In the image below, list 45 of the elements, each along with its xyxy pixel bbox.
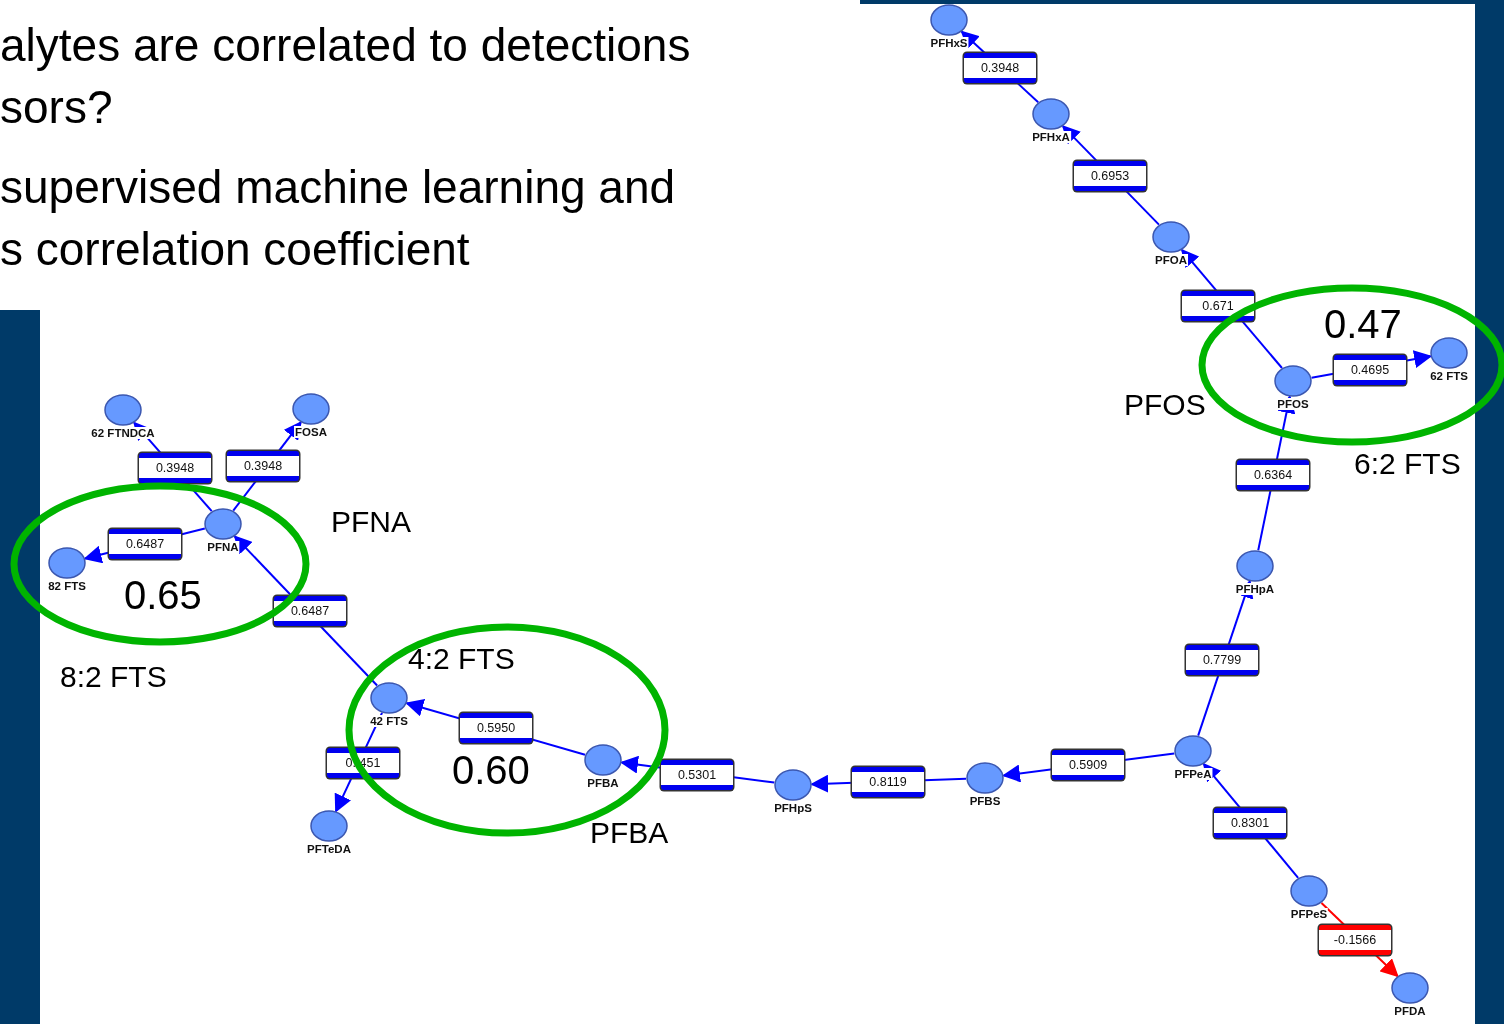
node-label: PFOS — [1276, 398, 1310, 410]
node-label: PFPeA — [1173, 768, 1213, 780]
edge-label: 0.6364 — [1237, 460, 1309, 490]
node-label: PFBS — [968, 795, 1002, 807]
node-label: PFTeDA — [306, 843, 352, 855]
edge-label: 0.6487 — [109, 529, 181, 559]
edge-label: 0.3948 — [227, 451, 299, 481]
annotation-text: PFBA — [590, 818, 669, 848]
edge-label: 0.4695 — [1334, 355, 1406, 385]
edge-label: -0.1566 — [1319, 925, 1391, 955]
node-label: PFOA — [1154, 254, 1188, 266]
node-label: 82 FTS — [47, 580, 87, 592]
annotation-text: 4:2 FTS — [408, 644, 515, 674]
edge-label: 0.5950 — [460, 713, 532, 743]
node-label: 42 FTS — [369, 715, 409, 727]
node-label: PFHpA — [1234, 583, 1276, 595]
edge-label: 0.8119 — [852, 767, 924, 797]
node-label: PFDA — [1393, 1005, 1427, 1017]
edge-label: 0.6953 — [1074, 161, 1146, 191]
edge-label: 0.6487 — [274, 596, 346, 626]
node-label: FOSA — [294, 426, 328, 438]
edge-label: 0.671 — [1182, 291, 1254, 321]
annotation-value: 0.47 — [1324, 304, 1402, 344]
annotation-text: PFNA — [331, 507, 411, 537]
node-label: PFHxS — [929, 37, 969, 49]
node-label: PFHpS — [773, 802, 813, 814]
edge-label: 0.3948 — [964, 53, 1036, 83]
node-label: PFNA — [206, 541, 240, 553]
node-label: PFBA — [586, 777, 620, 789]
node-label: 62 FTNDCA — [90, 427, 156, 439]
edge-label: 0.7799 — [1186, 645, 1258, 675]
annotation-text: 6:2 FTS — [1354, 449, 1461, 479]
annotation-text: PFOS — [1124, 390, 1206, 420]
node-label: PFHxA — [1031, 131, 1071, 143]
edge-label: 0.8301 — [1214, 808, 1286, 838]
annotation-text: 8:2 FTS — [60, 662, 167, 692]
edge-label: 0.5301 — [661, 760, 733, 790]
node-label: PFPeS — [1289, 908, 1329, 920]
slide-text: sors? — [0, 84, 113, 130]
slide-text: s correlation coefficient — [0, 226, 470, 272]
edge-label: 0.3948 — [139, 453, 211, 483]
edge-label: 0.5909 — [1052, 750, 1124, 780]
node-label: 62 FTS — [1429, 370, 1469, 382]
annotation-value: 0.60 — [452, 750, 530, 790]
annotation-value: 0.65 — [124, 575, 202, 615]
